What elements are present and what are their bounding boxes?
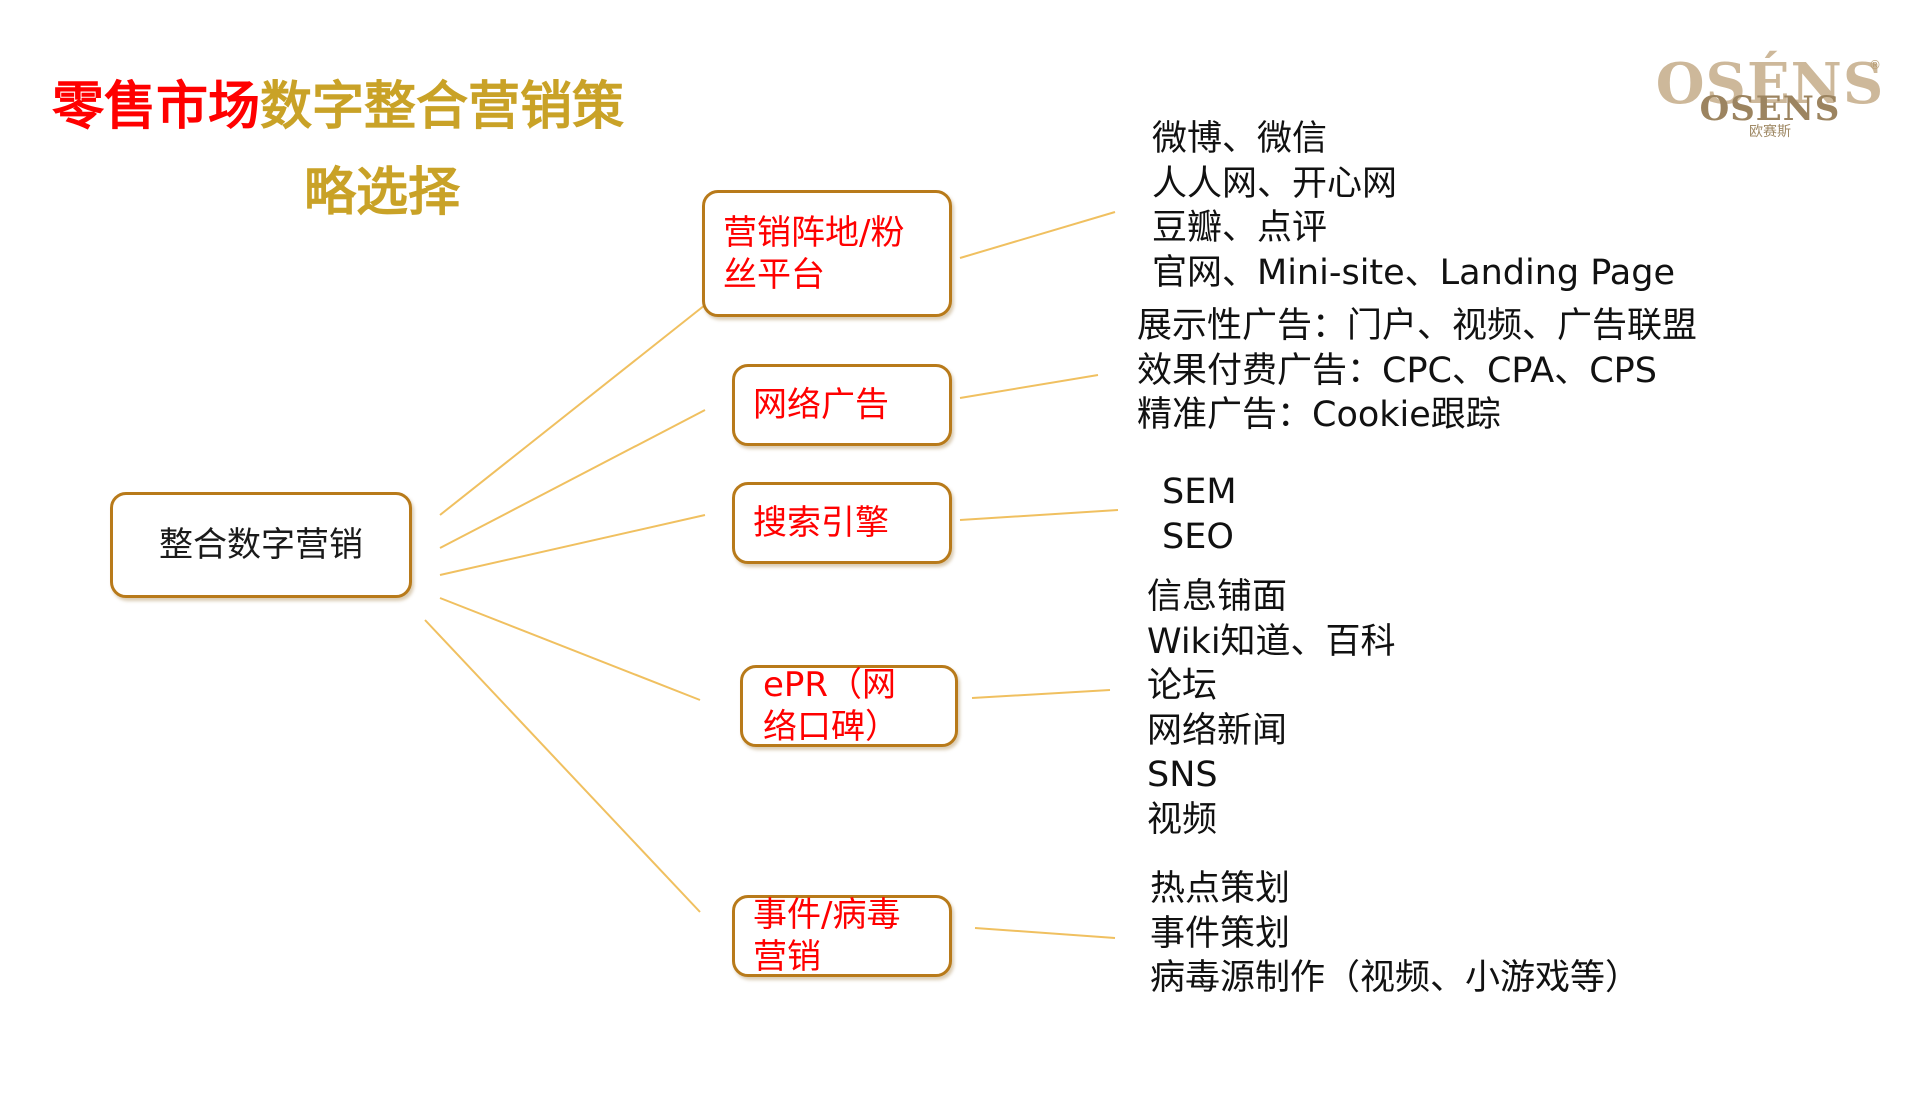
slide-title: 零售市场数字整合营销策 略选择 [52,64,712,236]
branch-node-label: ePR（网络口碑） [763,665,899,747]
leaf-item: 微博、微信 [1152,119,1328,159]
root-node-label: 整合数字营销 [159,525,363,565]
branch-node-marketing-platform: 营销阵地/粉丝平台 [702,190,952,317]
leaf-item: 事件策划 [1150,913,1291,954]
leaf-item: 视频 [1147,799,1218,840]
branch-node-search-engine: 搜索引擎 [732,482,952,564]
registered-mark: ® [1869,58,1881,72]
title-part-gold-line2: 略选择 [303,163,460,223]
connector-root-branch-2 [439,409,706,549]
connector-branch-2-leaf [959,374,1099,399]
leaf-item: 官网、Mini-site、Landing Page [1152,252,1676,293]
leaf-item: 病毒源制作（视频、小游戏等） [1150,958,1641,998]
leaf-item: SEM [1162,472,1237,512]
connector-root-branch-1 [439,304,706,516]
connector-branch-5-leaf [974,927,1116,939]
branch-node-label: 网络广告 [753,385,889,425]
leaf-item: 论坛 [1147,666,1218,706]
leaf-item: Wiki知道、百科 [1147,621,1396,662]
branch-node-viral-marketing: 事件/病毒营销 [732,895,952,977]
leaf-item: 人人网、开心网 [1152,163,1398,204]
leaf-item: 展示性广告：门户、视频、广告联盟 [1137,306,1698,346]
connector-branch-3-leaf [959,509,1119,521]
leaf-item: 精准广告：Cookie跟踪 [1137,395,1501,435]
connector-root-branch-4 [439,597,701,701]
osens-logo: OSÉNS OSENS 欧赛斯 ® [1655,56,1885,166]
leaf-item: 网络新闻 [1147,710,1288,751]
connector-root-branch-3 [439,514,706,576]
leaf-item: 热点策划 [1150,869,1291,909]
leaf-list-search-engine: SEM SEO [1162,470,1237,559]
branch-node-label: 事件/病毒营销 [753,895,901,977]
root-node: 整合数字营销 [110,492,412,598]
logo-brand: OSÉNS [1655,51,1885,117]
title-part-gold: 数字整合营销策 [260,77,625,137]
title-part-red: 零售市场 [52,77,261,137]
connector-branch-1-leaf [959,211,1116,259]
branch-node-label: 搜索引擎 [753,503,889,543]
branch-node-label: 营销阵地/粉丝平台 [723,212,905,295]
logo-brand-small: OSENS [1699,89,1841,129]
leaf-item: 效果付费广告：CPC、CPA、CPS [1137,350,1657,391]
leaf-list-marketing-platform: 微博、微信 人人网、开心网 豆瓣、点评 官网、Mini-site、Landing… [1152,117,1675,295]
leaf-list-online-ads: 展示性广告：门户、视频、广告联盟 效果付费广告：CPC、CPA、CPS 精准广告… [1137,304,1697,438]
leaf-item: SNS [1147,755,1218,795]
connector-branch-4-leaf [971,689,1111,699]
logo-chinese: 欧赛斯 [1749,124,1791,140]
leaf-list-viral-marketing: 热点策划 事件策划 病毒源制作（视频、小游戏等） [1150,867,1640,1001]
branch-node-online-ads: 网络广告 [732,364,952,446]
leaf-item: SEO [1162,516,1234,557]
connector-root-branch-5 [424,619,701,913]
leaf-list-epr: 信息铺面 Wiki知道、百科 论坛 网络新闻 SNS 视频 [1147,575,1396,842]
leaf-item: 信息铺面 [1147,577,1288,617]
branch-node-epr: ePR（网络口碑） [740,665,958,747]
leaf-item: 豆瓣、点评 [1152,208,1328,248]
